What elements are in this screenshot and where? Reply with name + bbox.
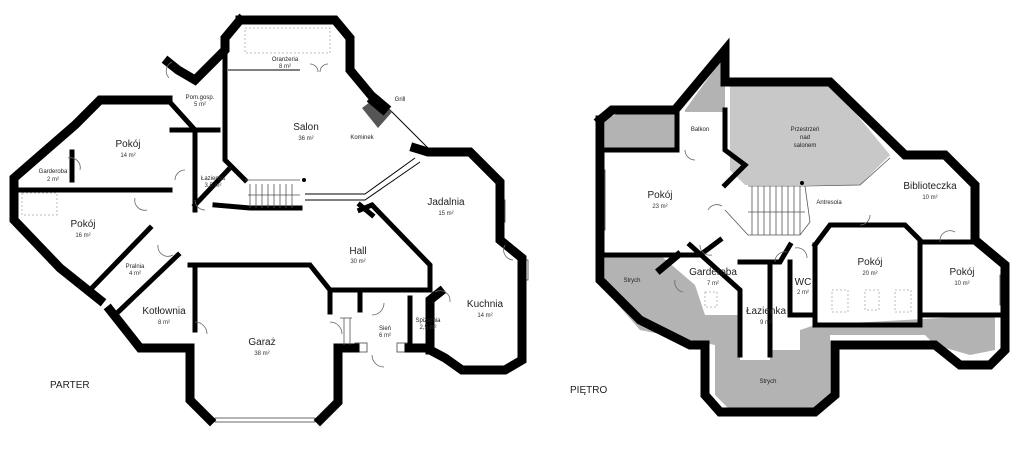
fireplace	[362, 92, 392, 128]
door	[157, 244, 174, 257]
room-name: Garaż	[248, 337, 275, 348]
void-over-salon	[730, 82, 890, 185]
room-name: Oranżeria	[272, 57, 299, 63]
door	[699, 244, 713, 256]
room-area: 2 m²	[47, 177, 59, 183]
outer-wall	[425, 285, 447, 355]
room-area: 5 m²	[194, 102, 206, 108]
door	[674, 279, 684, 293]
upper-floor-plan: Balkon Przestrzeń nad salonem Pokój 23 m…	[570, 37, 1010, 417]
room-name: Garderoba	[689, 267, 737, 278]
ground-floor-plan: Pokój 14 m² Garderoba 2 m² Pokój 16 m² P…	[9, 13, 529, 427]
outer-wall	[409, 142, 527, 375]
door	[939, 230, 956, 243]
room-area: 38 m²	[254, 351, 269, 357]
door	[309, 63, 329, 73]
door	[774, 251, 788, 263]
outer-wall	[593, 37, 1010, 417]
room-area: 4 m²	[129, 271, 141, 277]
room-name: Pokój	[647, 190, 672, 201]
room-area: 8 m²	[279, 64, 291, 70]
room-name: Spiżarnia	[415, 318, 441, 324]
room-name: Balkon	[691, 127, 709, 133]
outer-wall	[161, 13, 247, 86]
room-name: Sień	[379, 326, 391, 332]
room-area: 20 m²	[862, 271, 877, 277]
room-name: Pokój	[949, 267, 974, 278]
staircase	[724, 157, 891, 236]
room-name: Łazienka	[201, 176, 226, 182]
staircase	[245, 178, 352, 345]
room-area: 10 m²	[922, 195, 937, 201]
outer-wall	[235, 15, 382, 107]
door	[859, 214, 871, 226]
door	[434, 290, 451, 303]
room-name: Pokój	[857, 257, 882, 268]
room-name: nad	[800, 135, 810, 141]
room-area: 36 m²	[298, 136, 313, 142]
room-name: Strych	[623, 278, 640, 284]
room-area: 23 m²	[652, 204, 667, 210]
room-name: Kominek	[350, 135, 374, 141]
window	[214, 417, 316, 423]
room-name: Strych	[759, 379, 776, 385]
door	[194, 199, 206, 211]
room-name: Pom.gosp.	[186, 95, 215, 101]
room-name: Pokój	[70, 219, 95, 230]
room-area: 15 m²	[438, 211, 453, 217]
room-area: 14 m²	[120, 153, 135, 159]
door	[794, 247, 808, 259]
room-name: Biblioteczka	[903, 181, 957, 192]
room-name: Hall	[349, 246, 366, 257]
door	[503, 244, 514, 261]
room-name: Pokój	[115, 139, 140, 150]
door	[174, 169, 186, 181]
room-area: 10 m²	[954, 281, 969, 287]
door	[684, 149, 696, 161]
room-area: 6 m²	[379, 333, 391, 339]
room-name: Przestrzeń	[791, 127, 820, 133]
outer-wall	[313, 343, 360, 427]
room-area: 2,5 m²	[419, 325, 436, 331]
room-name: Pralnia	[126, 264, 145, 270]
outer-wall	[9, 95, 173, 307]
room-name: Salon	[293, 122, 319, 133]
door	[165, 61, 173, 79]
room-area: 14 m²	[477, 313, 492, 319]
room-area: 16 m²	[75, 233, 90, 239]
room-area: 2 m²	[797, 290, 809, 296]
door	[67, 157, 81, 171]
room-name: Kuchnia	[467, 299, 504, 310]
door	[134, 197, 148, 211]
room-name: WC	[795, 277, 812, 288]
floor-label: PARTER	[50, 380, 90, 391]
room-area: 7 m²	[707, 281, 719, 287]
room-area: 9 m²	[760, 320, 772, 326]
door	[707, 204, 723, 211]
door	[329, 321, 343, 335]
room-name: Antresola	[816, 200, 842, 206]
outer-wall	[103, 303, 217, 427]
room-area: 30 m²	[350, 259, 365, 265]
floor-label: PIĘTRO	[570, 385, 607, 396]
room-name: Grill	[395, 97, 406, 103]
room-area: 3,5 m²	[204, 183, 221, 189]
room-area: 8 m²	[158, 320, 170, 326]
door	[371, 354, 385, 368]
door	[371, 302, 385, 316]
door	[194, 321, 208, 335]
room-name: Jadalnia	[427, 197, 465, 208]
room-name: Łazienka	[746, 306, 786, 317]
room-name: Garderoba	[39, 169, 68, 175]
room-name: salonem	[794, 143, 817, 149]
room-name: Kotłownia	[142, 306, 186, 317]
